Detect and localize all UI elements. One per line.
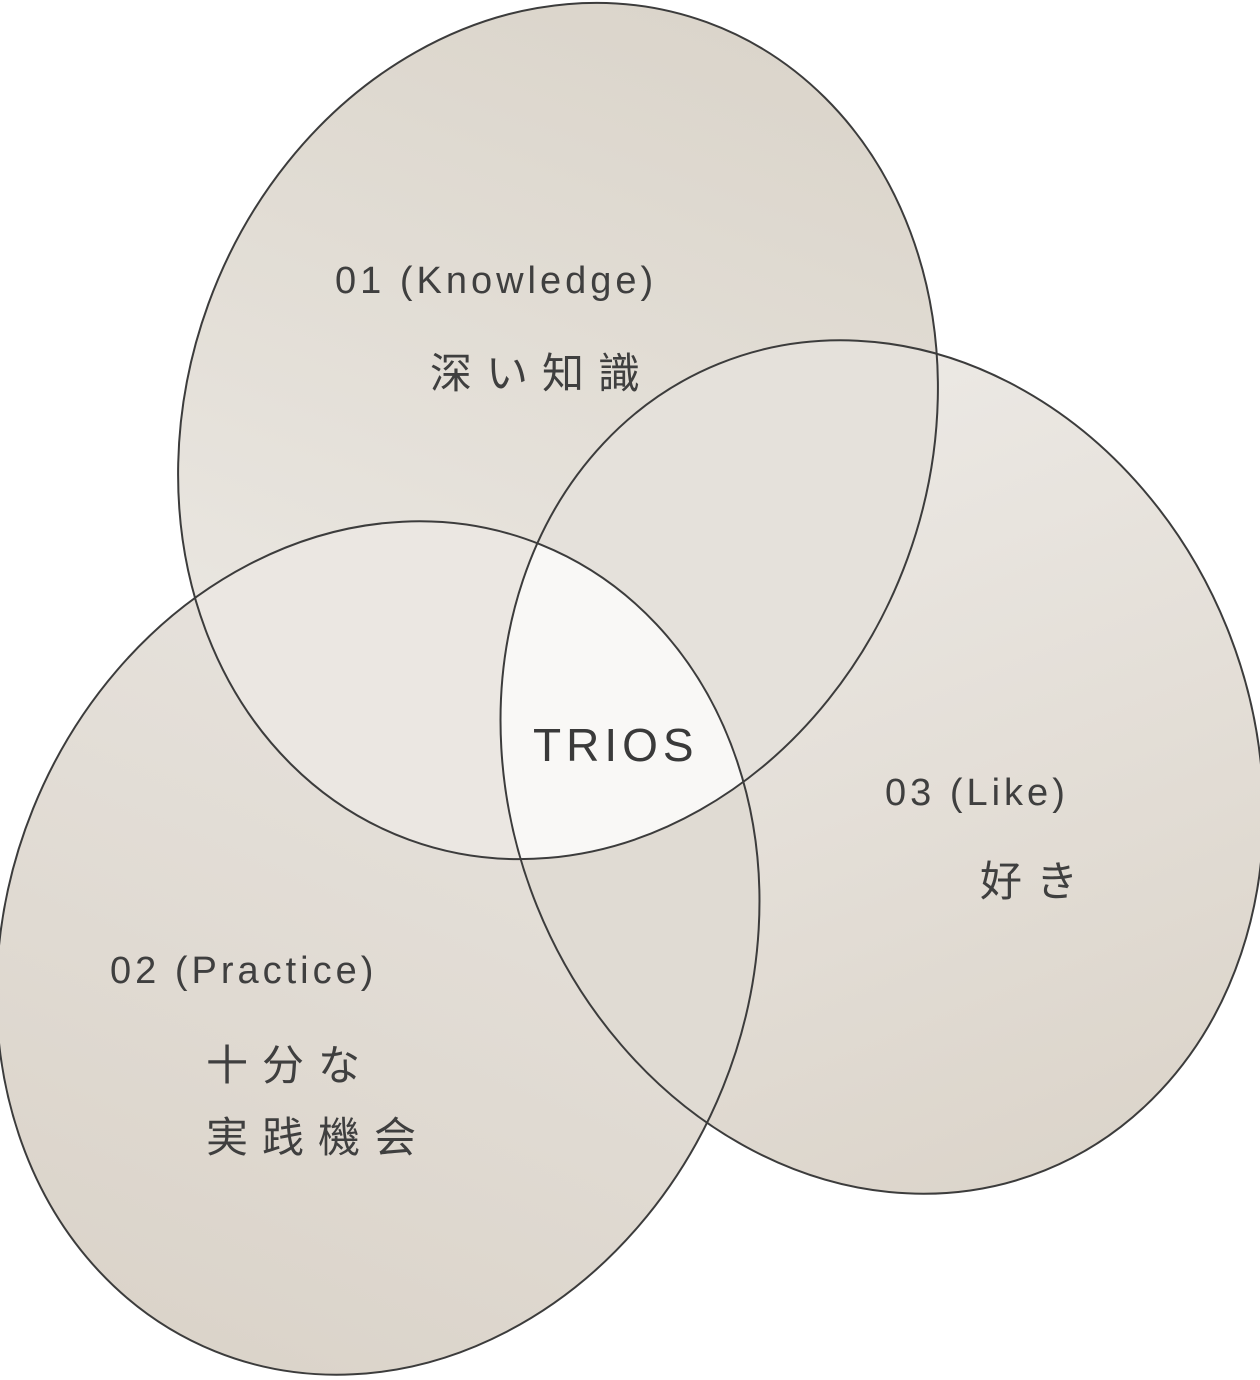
practice-description-line1: 十分な <box>206 1041 375 1090</box>
practice-title: 02 (Practice) <box>110 950 378 992</box>
knowledge-title: 01 (Knowledge) <box>335 260 658 302</box>
like-title: 03 (Like) <box>885 772 1069 814</box>
trios-label: TRIOS <box>533 719 699 771</box>
practice-description-line2: 実践機会 <box>206 1113 431 1162</box>
like-description: 好き <box>980 857 1093 906</box>
knowledge-description: 深い知識 <box>430 349 655 398</box>
